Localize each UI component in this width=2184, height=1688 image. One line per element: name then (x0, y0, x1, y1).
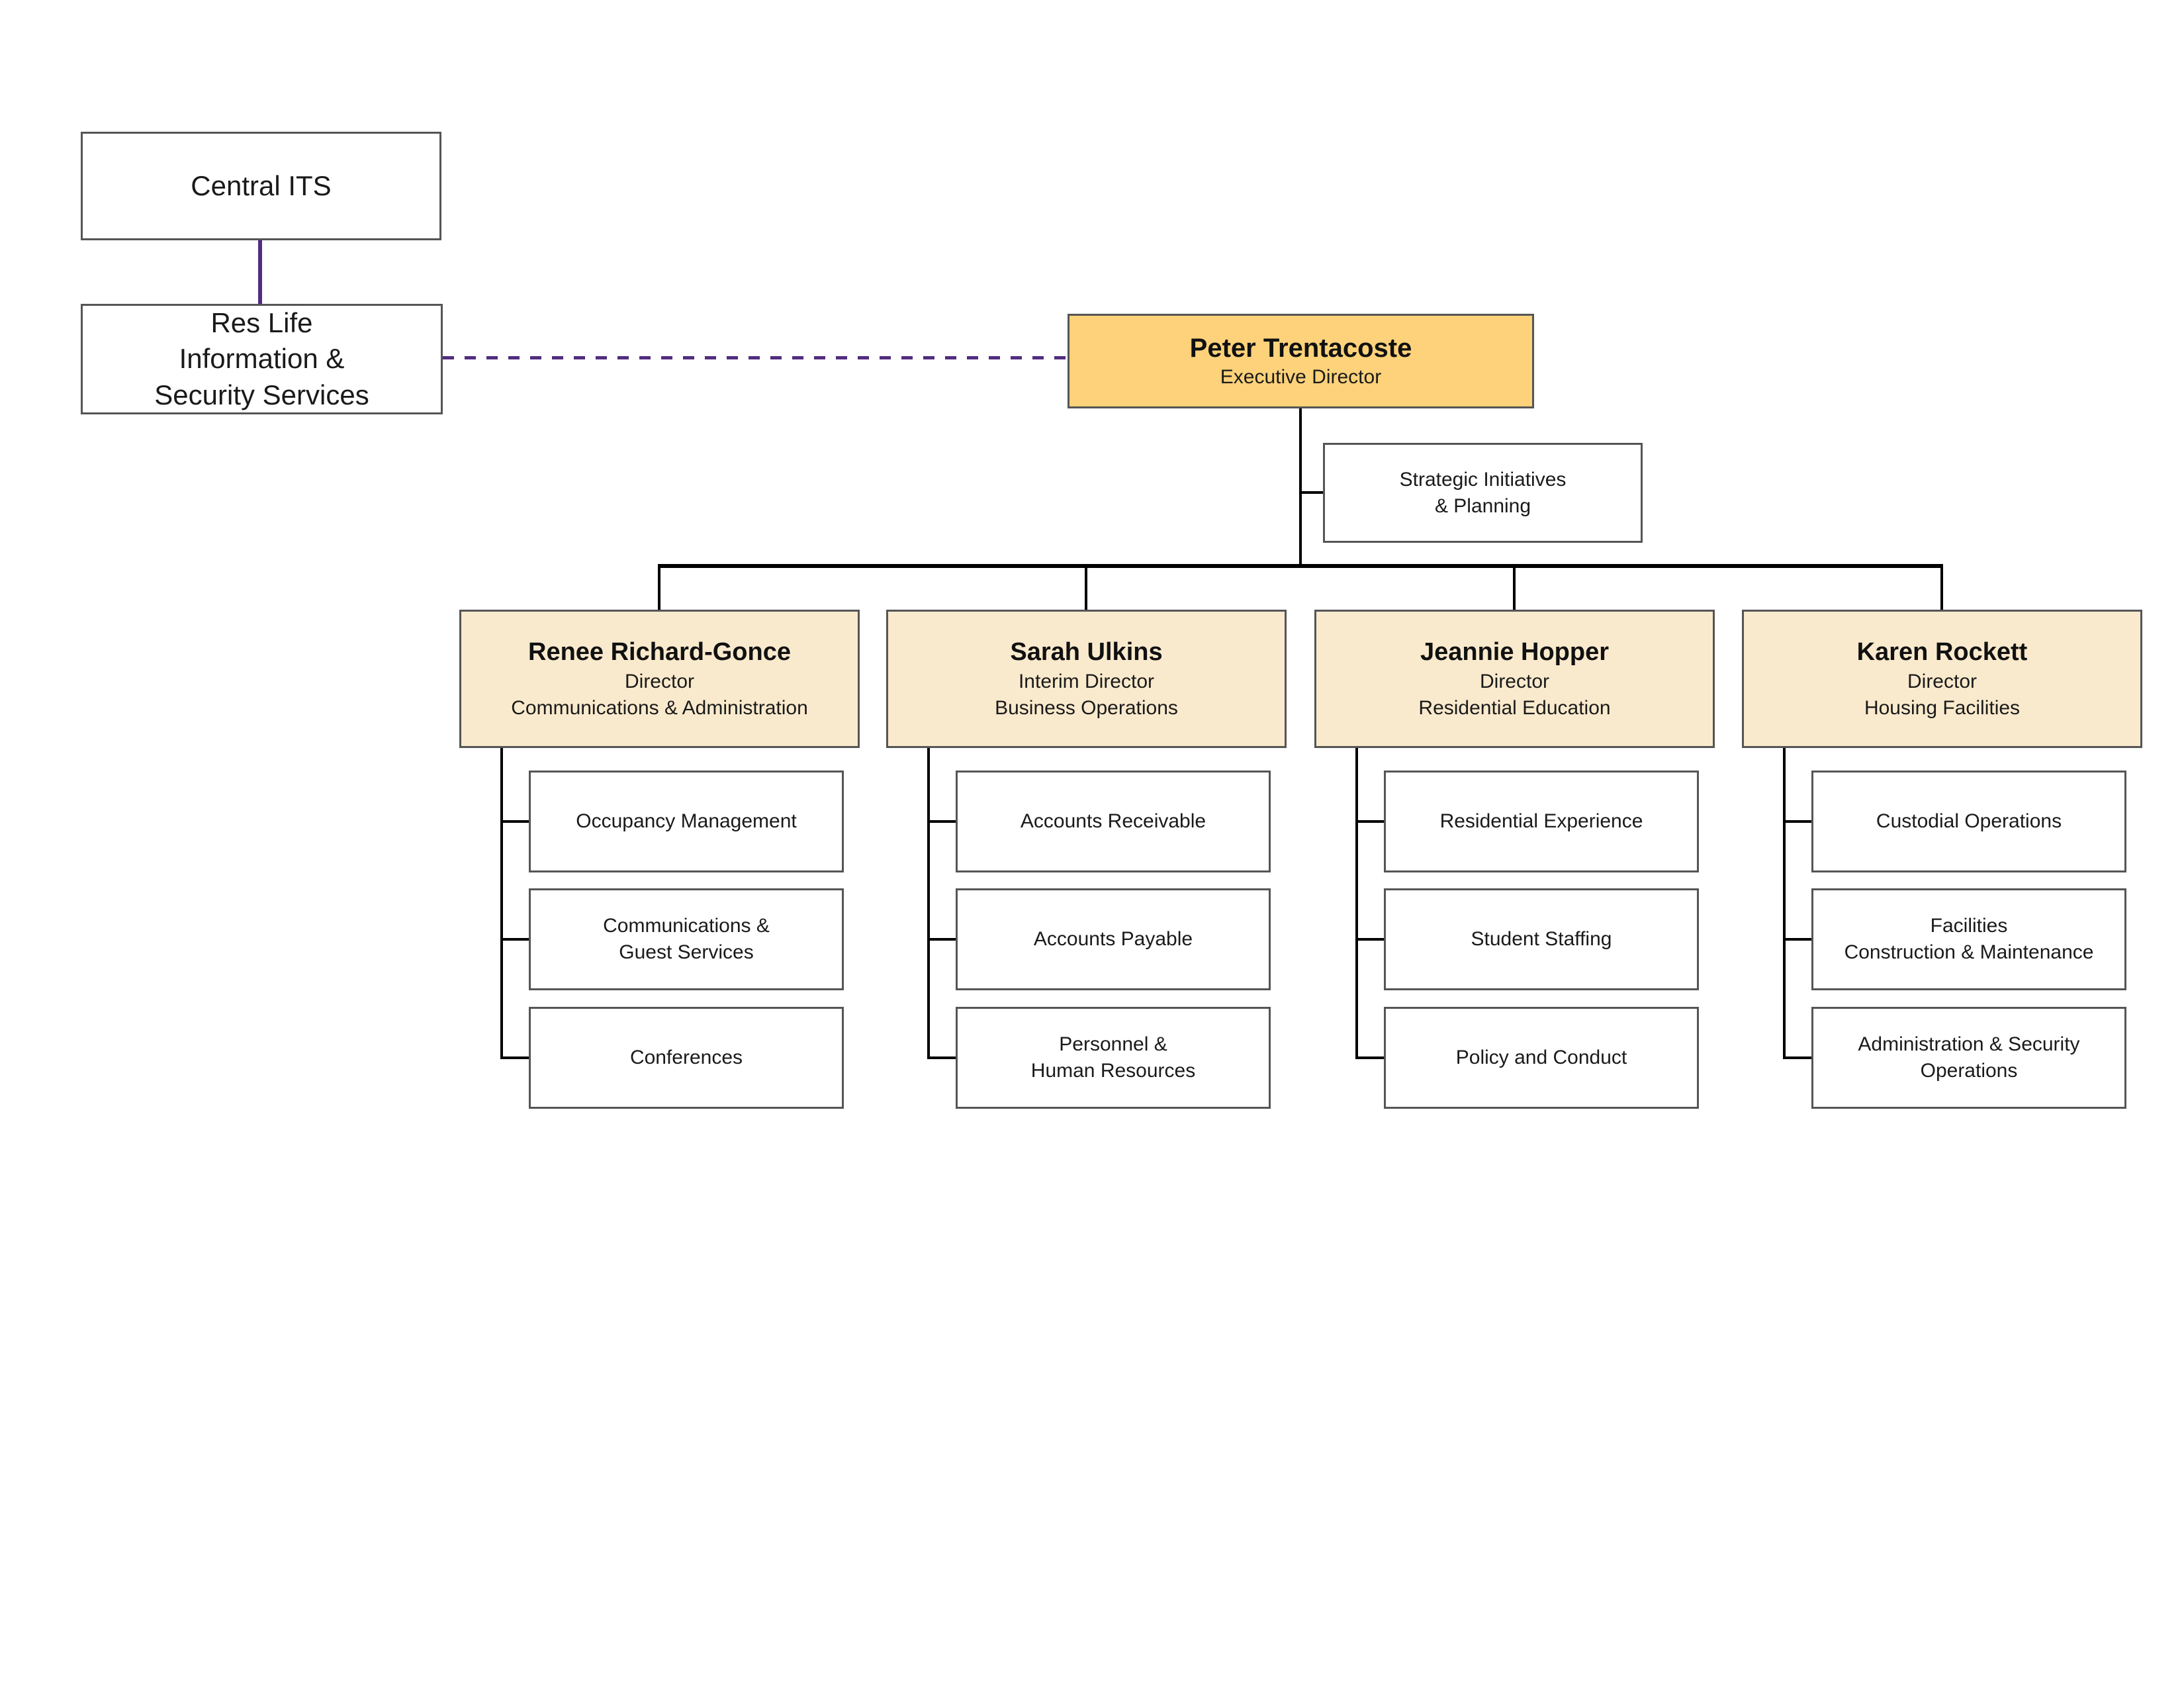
director-department: Business Operations (995, 697, 1178, 720)
director-title: Director (624, 671, 694, 693)
report-box-communications-guest-services: Communications & Guest Services (529, 888, 844, 990)
connector-drop-director-2 (1085, 564, 1087, 610)
connector-dashed-reslife-executive (443, 356, 1068, 359)
report-box-conferences: Conferences (529, 1007, 844, 1109)
connector-col3-stub-3 (1355, 1056, 1387, 1059)
report-label: Accounts Receivable (1020, 810, 1206, 833)
director-department: Communications & Administration (511, 697, 808, 720)
executive-name: Peter Trentacoste (1189, 334, 1412, 363)
report-label: Communications & Guest Services (603, 915, 770, 963)
director-department: Housing Facilities (1864, 697, 2021, 720)
report-label: Accounts Payable (1033, 928, 1193, 951)
report-label: Custodial Operations (1876, 810, 2062, 833)
res-life-box: Res Life Information & Security Services (81, 304, 443, 414)
connector-col1-stub-3 (500, 1056, 531, 1059)
report-label: Policy and Conduct (1455, 1047, 1627, 1069)
connector-centralits-reslife (258, 240, 262, 305)
connector-col4-stub-3 (1783, 1056, 1814, 1059)
connector-executive-down (1299, 407, 1302, 566)
central-its-box: Central ITS (81, 132, 441, 240)
connector-col3-stub-1 (1355, 820, 1387, 823)
report-label: Administration & Security Operations (1858, 1033, 2080, 1082)
director-department: Residential Education (1418, 697, 1611, 720)
director-box-sarah-ulkins: Sarah Ulkins Interim Director Business O… (886, 610, 1287, 748)
connector-drop-director-3 (1513, 564, 1516, 610)
report-label: Conferences (629, 1047, 743, 1069)
director-box-renee-richard-gonce: Renee Richard-Gonce Director Communicati… (459, 610, 860, 748)
connector-col4-vertical (1783, 747, 1786, 1058)
strategic-box: Strategic Initiatives & Planning (1323, 443, 1643, 543)
director-name: Renee Richard-Gonce (528, 637, 791, 666)
report-label: Residential Experience (1439, 810, 1643, 833)
connector-col4-stub-1 (1783, 820, 1814, 823)
connector-col1-vertical (500, 747, 503, 1058)
report-box-facilities-construction-maintenance: Facilities Construction & Maintenance (1811, 888, 2126, 990)
res-life-label: Res Life Information & Security Services (154, 306, 369, 410)
report-label: Student Staffing (1471, 928, 1612, 951)
connector-col3-vertical (1355, 747, 1358, 1058)
connector-col2-vertical (927, 747, 930, 1058)
connector-drop-director-1 (658, 564, 660, 610)
director-box-karen-rockett: Karen Rockett Director Housing Facilitie… (1742, 610, 2142, 748)
report-box-accounts-receivable: Accounts Receivable (956, 771, 1271, 872)
executive-box: Peter Trentacoste Executive Director (1068, 314, 1534, 408)
report-box-administration-security-operations: Administration & Security Operations (1811, 1007, 2126, 1109)
connector-col2-stub-1 (927, 820, 958, 823)
connector-col2-stub-2 (927, 938, 958, 941)
director-name: Karen Rockett (1856, 637, 2028, 666)
report-box-accounts-payable: Accounts Payable (956, 888, 1271, 990)
director-name: Jeannie Hopper (1420, 637, 1610, 666)
central-its-label: Central ITS (191, 169, 332, 201)
connector-col1-stub-2 (500, 938, 531, 941)
executive-title: Executive Director (1220, 366, 1382, 388)
report-box-custodial-operations: Custodial Operations (1811, 771, 2126, 872)
report-box-personnel-human-resources: Personnel & Human Resources (956, 1007, 1271, 1109)
strategic-label: Strategic Initiatives & Planning (1399, 468, 1567, 517)
connector-strategic-stub (1299, 491, 1324, 494)
report-label: Facilities Construction & Maintenance (1844, 915, 2094, 963)
director-title: Director (1907, 671, 1977, 693)
connector-main-horizontal (658, 564, 1943, 568)
connector-drop-director-4 (1940, 564, 1943, 610)
director-title: Interim Director (1018, 671, 1155, 693)
director-name: Sarah Ulkins (1010, 637, 1163, 666)
connector-col3-stub-2 (1355, 938, 1387, 941)
report-box-policy-and-conduct: Policy and Conduct (1384, 1007, 1699, 1109)
report-box-occupancy-management: Occupancy Management (529, 771, 844, 872)
report-label: Personnel & Human Resources (1030, 1033, 1196, 1082)
connector-col1-stub-1 (500, 820, 531, 823)
report-label: Occupancy Management (576, 810, 797, 833)
director-title: Director (1479, 671, 1549, 693)
director-box-jeannie-hopper: Jeannie Hopper Director Residential Educ… (1314, 610, 1715, 748)
report-box-residential-experience: Residential Experience (1384, 771, 1699, 872)
connector-col2-stub-3 (927, 1056, 958, 1059)
report-box-student-staffing: Student Staffing (1384, 888, 1699, 990)
connector-col4-stub-2 (1783, 938, 1814, 941)
